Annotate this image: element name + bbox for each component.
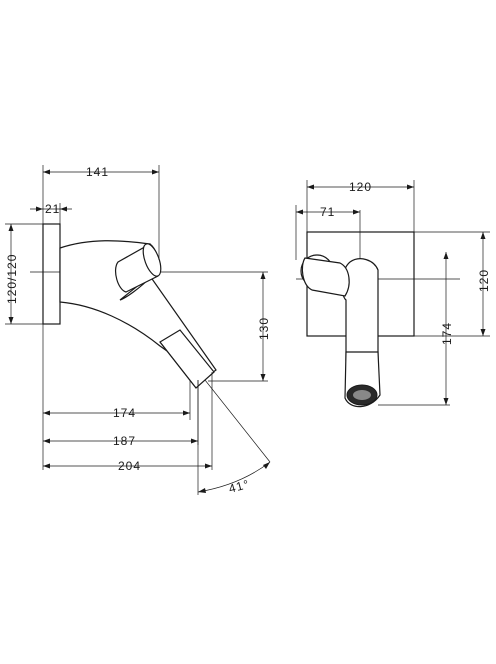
front-dim-120: 120: [349, 180, 372, 194]
dim-120-120: 120/120: [5, 254, 19, 304]
dim-130: 130: [257, 317, 271, 340]
dim-187: 187: [113, 434, 136, 448]
front-view: 120 71 120 174: [295, 180, 491, 408]
dim-141: 141: [86, 165, 109, 179]
front-dim-174: 174: [440, 322, 454, 345]
front-dim-71: 71: [320, 205, 335, 219]
front-dim-120-vertical: 120: [477, 269, 491, 292]
dim-174: 174: [113, 406, 136, 420]
wall-plate: [42, 223, 61, 325]
side-view: 141 21 120/120 130 174 187 204: [5, 165, 271, 496]
dim-204: 204: [118, 459, 141, 473]
lever-handle-end: [142, 243, 162, 277]
dim-angle-41: 41°: [227, 477, 251, 496]
dim-21: 21: [45, 202, 60, 216]
front-handle: [301, 257, 350, 297]
